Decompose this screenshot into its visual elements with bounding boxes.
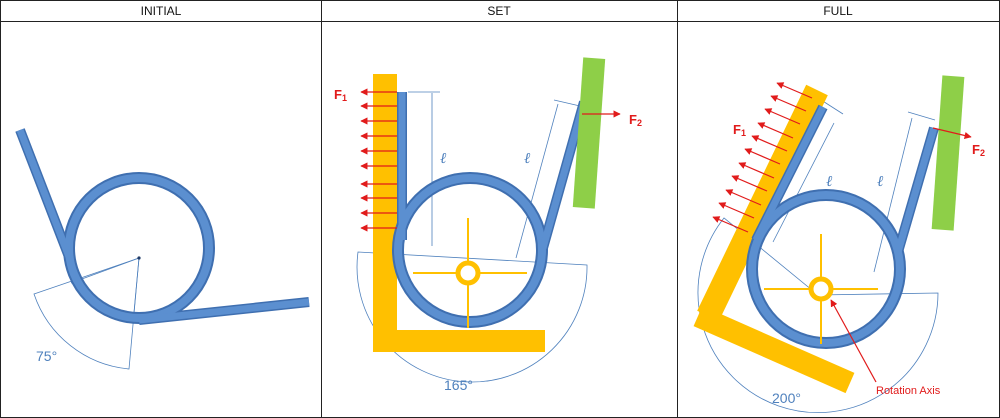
angle-sector-initial — [33, 257, 140, 370]
rotation-axis-label: Rotation Axis — [876, 385, 941, 397]
force-label-f2-full: F2 — [972, 142, 985, 158]
l-arm-horizontal-full — [693, 305, 855, 394]
force-label-f2-set: F2 — [629, 112, 642, 128]
force-arrows-f1-full — [712, 82, 813, 233]
force-label-f1-full: F1 — [733, 122, 746, 138]
l-arm-horizontal — [373, 330, 545, 352]
angle-sector-full — [697, 217, 939, 413]
stop-block-set — [572, 57, 606, 209]
length-label-right-full: ℓ — [877, 172, 883, 190]
angle-sector-set — [356, 251, 588, 383]
angle-label-set: 165° — [444, 377, 473, 393]
panel-initial: 75° — [15, 128, 310, 370]
torsion-spring-full-fill — [748, 105, 938, 347]
torsion-spring-initial-fill — [16, 128, 310, 324]
length-dimension-set — [408, 91, 581, 259]
l-arm-vertical-full — [697, 84, 828, 322]
force-label-f1-set: F1 — [334, 87, 347, 103]
panel-title-set: SET — [487, 4, 511, 18]
spring-center-dot — [137, 256, 141, 260]
torsion-spring-initial — [15, 128, 310, 325]
force-arrows-f1-set — [360, 88, 397, 232]
length-label-right-set: ℓ — [524, 149, 530, 167]
rotation-axis-pointer — [830, 299, 877, 383]
angle-label-initial: 75° — [36, 348, 57, 364]
rotation-axis-pin-full — [808, 276, 834, 302]
panel-title-full: FULL — [823, 4, 853, 18]
rotation-axis-pin-set — [455, 260, 481, 286]
length-dimension-full — [772, 97, 936, 273]
force-arrow-f2-full — [932, 127, 972, 140]
length-label-left-full: ℓ — [826, 172, 832, 190]
torsion-spring-set-fill — [394, 92, 588, 326]
panel-set: F1 F2 ℓ ℓ 165° — [334, 57, 642, 393]
stop-block-full — [931, 75, 965, 231]
length-label-left-set: ℓ — [440, 149, 446, 167]
panel-title-initial: INITIAL — [141, 4, 182, 18]
panel-full: F1 F2 ℓ ℓ Rotation Axis 200° — [693, 75, 985, 413]
angle-label-full: 200° — [772, 390, 801, 406]
